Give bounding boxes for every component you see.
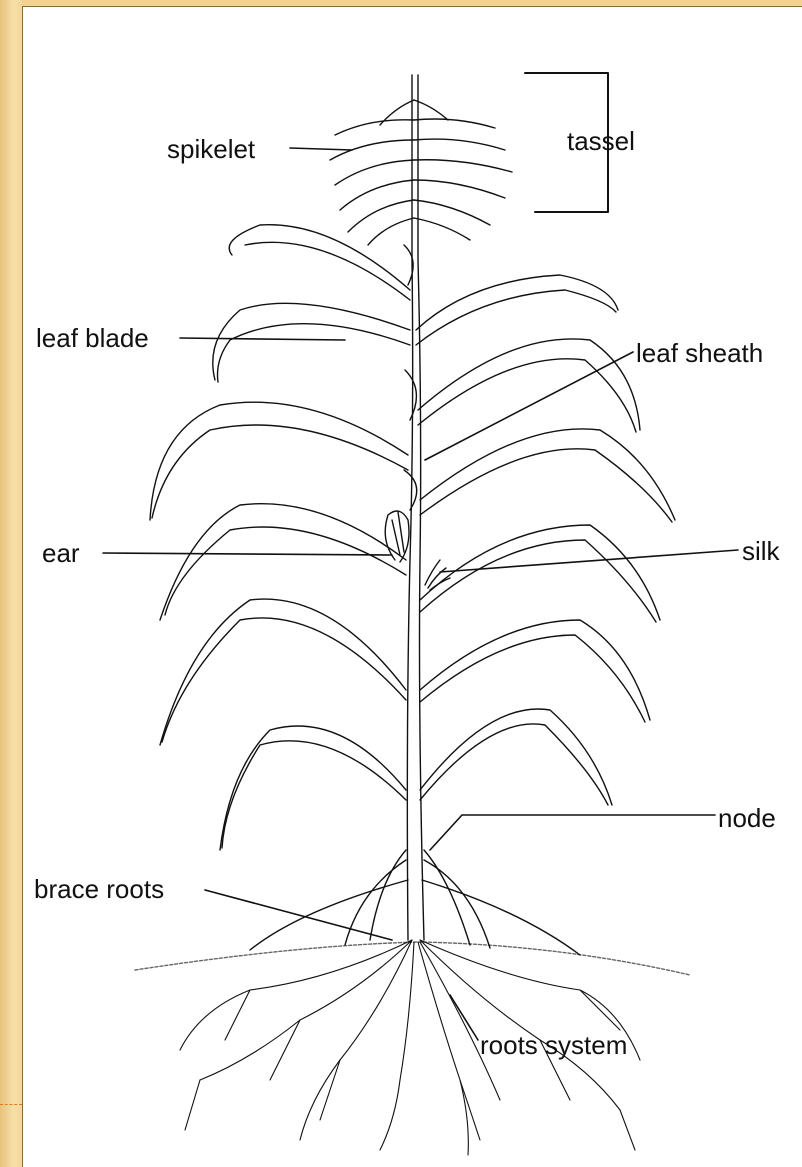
label-tassel: tassel	[567, 128, 635, 154]
leaves-left	[150, 225, 410, 850]
label-brace-roots: brace roots	[34, 876, 164, 902]
leader-ear	[103, 553, 392, 555]
leader-leaf-blade	[180, 338, 345, 340]
label-leaf-sheath: leaf sheath	[636, 340, 763, 366]
leader-silk	[440, 550, 738, 572]
leader-node	[430, 815, 715, 850]
label-node: node	[718, 805, 776, 831]
leaf-sheaths	[404, 245, 417, 510]
leader-spikelet	[290, 148, 352, 150]
tassel-branches	[330, 100, 512, 245]
silk-cluster	[425, 560, 450, 590]
label-roots-system: roots system	[480, 1032, 627, 1058]
label-silk: silk	[742, 538, 780, 564]
label-ear: ear	[42, 540, 80, 566]
label-leaf-blade: leaf blade	[36, 325, 149, 351]
label-spikelet: spikelet	[167, 136, 255, 162]
leader-lines	[103, 148, 738, 1040]
stalk	[407, 75, 424, 940]
brace-roots	[250, 850, 580, 955]
leader-brace-roots	[205, 890, 392, 940]
leader-roots-system	[450, 995, 478, 1040]
leader-leaf-sheath	[425, 352, 633, 460]
